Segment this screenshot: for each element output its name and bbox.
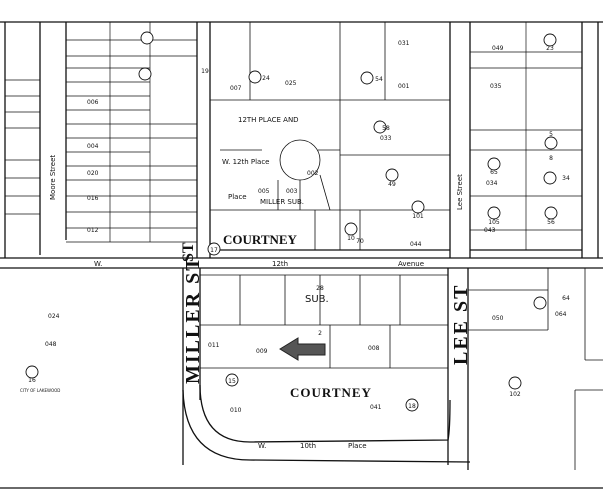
street-borders: [4, 22, 599, 470]
twelfth-place-and-label: 12TH PLACE AND: [238, 116, 299, 124]
w-10th-w-label: W.: [258, 442, 266, 450]
parcel-005: 005: [258, 188, 270, 195]
lee-street-label: Lee Street: [456, 174, 464, 210]
parcel-024: 024: [48, 313, 60, 320]
parcel-012: 012: [87, 227, 99, 234]
w-label: W.: [94, 260, 102, 268]
lot-5: 5: [549, 131, 553, 138]
sub-block: [200, 274, 448, 369]
courtney-lower-label: COURTNEY: [290, 385, 372, 400]
st-upper-label: ST: [180, 242, 197, 262]
lot-102: 102: [509, 391, 521, 398]
lot-56: 56: [547, 219, 555, 226]
left-block-lots: [5, 22, 197, 243]
parcel-007: 007: [230, 85, 242, 92]
parcel-011: 011: [208, 342, 220, 349]
lot-24: 24: [262, 75, 270, 82]
parcel-044: 044: [410, 241, 422, 248]
w-10th-num-label: 10th: [300, 442, 316, 450]
parcel-004: 004: [87, 143, 99, 150]
parcel-033: 033: [380, 135, 392, 142]
parcel-048: 048: [45, 341, 57, 348]
parcel-008: 008: [368, 345, 380, 352]
parcel-025: 025: [285, 80, 297, 87]
miller-sub-block: [210, 22, 450, 250]
lot-64: 64: [562, 295, 570, 302]
lot-105: 105: [488, 219, 500, 226]
avenue-lines: [0, 249, 603, 269]
frame-lines: [0, 21, 603, 489]
avenue-label: Avenue: [398, 260, 424, 268]
lee-st-label: LEE ST: [450, 284, 472, 365]
moore-street-label: Moore Street: [49, 155, 57, 200]
parcel-020: 020: [87, 170, 99, 177]
parcel-006: 006: [87, 99, 99, 106]
miller-st-label: MILLER ST: [182, 255, 204, 384]
lot-58: 58: [382, 125, 390, 132]
w-12th-place-label: W. 12th Place: [222, 158, 270, 166]
parcel-050: 050: [492, 315, 504, 322]
parcel-001: 001: [398, 83, 410, 90]
sub-label: SUB.: [305, 294, 329, 305]
lot-23: 23: [546, 45, 554, 52]
lot-34: 34: [562, 175, 570, 182]
lot-10: 10: [347, 235, 355, 242]
lot-2: 2: [318, 330, 322, 337]
lot-numbers: 24 54 58 49 23 65 5 34 105 56 101 10 17 …: [28, 45, 570, 410]
south-right-blocks: [468, 268, 603, 470]
lot-circles: [25, 31, 558, 412]
parcel-010: 010: [230, 407, 242, 414]
twelfth-label: 12th: [272, 260, 288, 268]
parcel-041: 041: [370, 404, 382, 411]
parcel-049: 049: [492, 45, 504, 52]
miller-sub-label: MILLER SUB.: [260, 198, 304, 206]
parcel-034: 034: [486, 180, 498, 187]
lot-15: 15: [228, 378, 236, 385]
parcel-labels: 010 008 009 011 041 048 024 050 064 043 …: [45, 40, 567, 414]
right-block-lots: [470, 22, 582, 250]
lot-17: 17: [210, 247, 218, 254]
parcel-035: 035: [490, 83, 502, 90]
lot-65: 65: [490, 169, 498, 176]
lot-101: 101: [412, 213, 424, 220]
parcel-003: 003: [286, 188, 298, 195]
parcel-002: 002: [307, 170, 319, 177]
parcel-043: 043: [484, 227, 496, 234]
place-label: Place: [228, 193, 247, 201]
lot-8: 8: [549, 155, 553, 162]
parcel-016: 016: [87, 195, 99, 202]
city-of-lakewood-label: CITY OF LAKEWOOD: [20, 388, 60, 393]
tenth-place-curve: [182, 384, 471, 463]
lot-28: 28: [316, 285, 324, 292]
parcel-031: 031: [398, 40, 410, 47]
courtney-upper-label: COURTNEY: [223, 232, 298, 247]
w-10th-place-label: Place: [348, 442, 367, 450]
parcel-064: 064: [555, 311, 567, 318]
lot-16: 16: [28, 377, 36, 384]
parcel-009: 009: [256, 348, 268, 355]
lot-70: 70: [356, 238, 364, 245]
lot-54: 54: [375, 76, 383, 83]
lot-19: 19: [201, 68, 209, 75]
lot-18: 18: [408, 403, 416, 410]
lot-49: 49: [388, 181, 396, 188]
subject-arrow: [279, 337, 326, 361]
